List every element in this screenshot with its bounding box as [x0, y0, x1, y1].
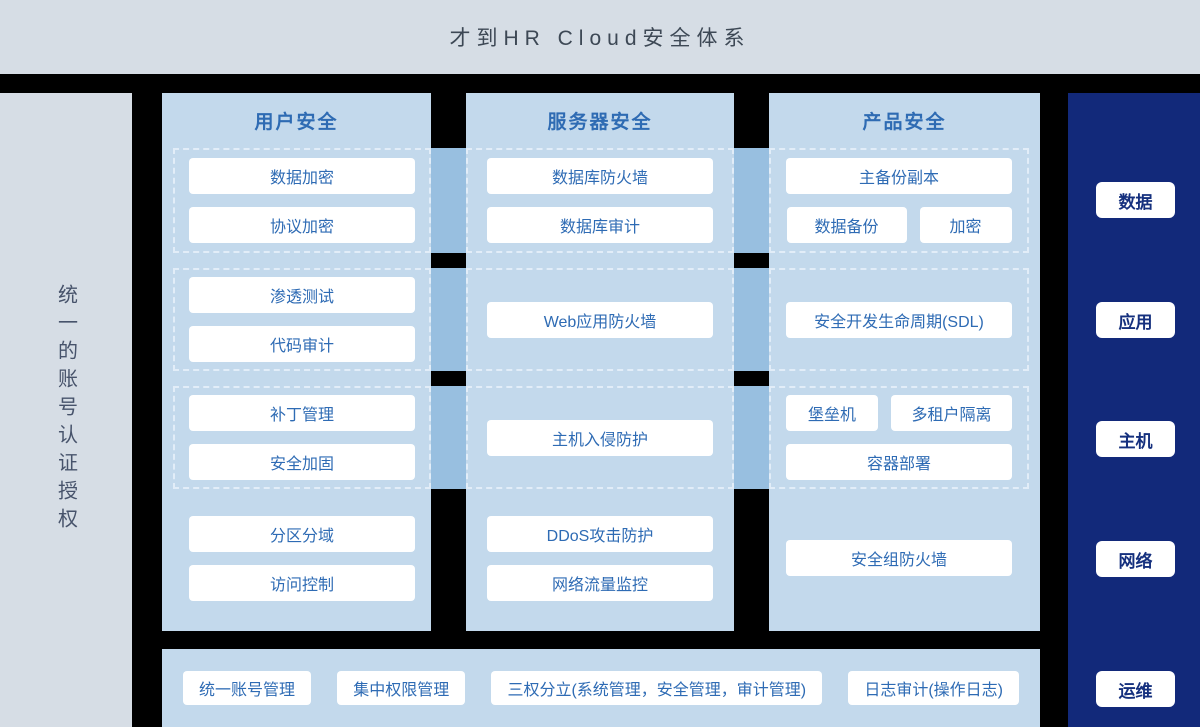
- node-container-deployment: 容器部署: [786, 444, 1012, 480]
- node-code-audit: 代码审计: [189, 326, 415, 362]
- node-data-backup: 数据备份: [786, 207, 907, 243]
- node-encryption: 加密: [919, 207, 1012, 243]
- group-product-network: 安全组防火墙: [769, 505, 1029, 611]
- node-db-firewall: 数据库防火墙: [487, 158, 713, 194]
- node-data-encryption: 数据加密: [189, 158, 415, 194]
- header-bar: 才到HR Cloud安全体系: [0, 0, 1200, 74]
- page-title: 才到HR Cloud安全体系: [449, 27, 751, 50]
- column-title: 用户安全: [254, 112, 339, 133]
- node-security-hardening: 安全加固: [189, 444, 415, 480]
- group-server-app: Web应用防火墙: [466, 268, 734, 371]
- group-user-app: 渗透测试 代码审计: [173, 268, 431, 371]
- node-protocol-encryption: 协议加密: [189, 207, 415, 243]
- node-separation-of-powers: 三权分立(系统管理，安全管理，审计管理): [491, 671, 823, 705]
- node-penetration-test: 渗透测试: [189, 277, 415, 313]
- bridge-connector: [431, 268, 466, 371]
- node-web-app-firewall: Web应用防火墙: [487, 301, 713, 338]
- group-product-app: 安全开发生命周期(SDL): [769, 268, 1029, 371]
- group-user-host: 补丁管理 安全加固: [173, 386, 431, 489]
- bridge-connector: [431, 148, 466, 253]
- column-title: 产品安全: [862, 112, 947, 133]
- layer-badge-network: 网络: [1096, 541, 1175, 577]
- unified-auth-sidebar: 统一的账号认证授权: [0, 93, 132, 727]
- bridge-connector: [734, 268, 769, 371]
- layer-badge-application: 应用: [1096, 302, 1175, 338]
- node-security-group-firewall: 安全组防火墙: [786, 540, 1012, 576]
- node-log-audit: 日志审计(操作日志): [848, 671, 1019, 705]
- group-product-data: 主备份副本 数据备份 加密: [769, 148, 1029, 253]
- group-user-data: 数据加密 协议加密: [173, 148, 431, 253]
- bridge-connector: [431, 386, 466, 489]
- bridge-connector: [734, 386, 769, 489]
- node-access-control: 访问控制: [189, 564, 415, 601]
- column-product-security: 产品安全 主备份副本 数据备份 加密 安全开发生命周期(SDL) 堡垒机 多租户…: [769, 93, 1040, 631]
- node-bastion-host: 堡垒机: [786, 395, 878, 431]
- operations-bottom-bar: 统一账号管理 集中权限管理 三权分立(系统管理，安全管理，审计管理) 日志审计(…: [162, 649, 1040, 727]
- layer-badge-data: 数据: [1096, 182, 1175, 218]
- node-db-audit: 数据库审计: [487, 207, 713, 243]
- layer-badge-operations: 运维: [1096, 671, 1175, 707]
- unified-auth-label: 统一的账号认证授权: [54, 284, 77, 536]
- node-unified-account-management: 统一账号管理: [183, 671, 312, 705]
- bridge-connector: [734, 148, 769, 253]
- split-row-host: 堡垒机 多租户隔离: [786, 395, 1012, 431]
- group-server-network: DDoS攻击防护 网络流量监控: [466, 505, 734, 611]
- group-user-network: 分区分域 访问控制: [173, 505, 431, 611]
- group-server-data: 数据库防火墙 数据库审计: [466, 148, 734, 253]
- node-patch-management: 补丁管理: [189, 395, 415, 431]
- column-user-security: 用户安全 数据加密 协议加密 渗透测试 代码审计 补丁管理 安全加固 分区分域 …: [162, 93, 431, 631]
- group-product-host: 堡垒机 多租户隔离 容器部署: [769, 386, 1029, 489]
- node-multi-tenant-isolation: 多租户隔离: [891, 395, 1012, 431]
- node-primary-backup-replica: 主备份副本: [786, 158, 1012, 194]
- node-traffic-monitoring: 网络流量监控: [487, 564, 713, 601]
- layer-sidebar: 数据 应用 主机 网络 运维: [1068, 93, 1200, 727]
- group-server-host: 主机入侵防护: [466, 386, 734, 489]
- node-host-intrusion-protection: 主机入侵防护: [487, 419, 713, 456]
- column-title: 服务器安全: [547, 112, 653, 133]
- node-zoning: 分区分域: [189, 515, 415, 552]
- node-sdl: 安全开发生命周期(SDL): [786, 301, 1012, 338]
- node-centralized-permission-management: 集中权限管理: [337, 671, 466, 705]
- node-ddos-protection: DDoS攻击防护: [487, 515, 713, 552]
- split-row-backup: 数据备份 加密: [786, 207, 1012, 243]
- layer-badge-host: 主机: [1096, 421, 1175, 457]
- column-server-security: 服务器安全 数据库防火墙 数据库审计 Web应用防火墙 主机入侵防护 DDoS攻…: [466, 93, 734, 631]
